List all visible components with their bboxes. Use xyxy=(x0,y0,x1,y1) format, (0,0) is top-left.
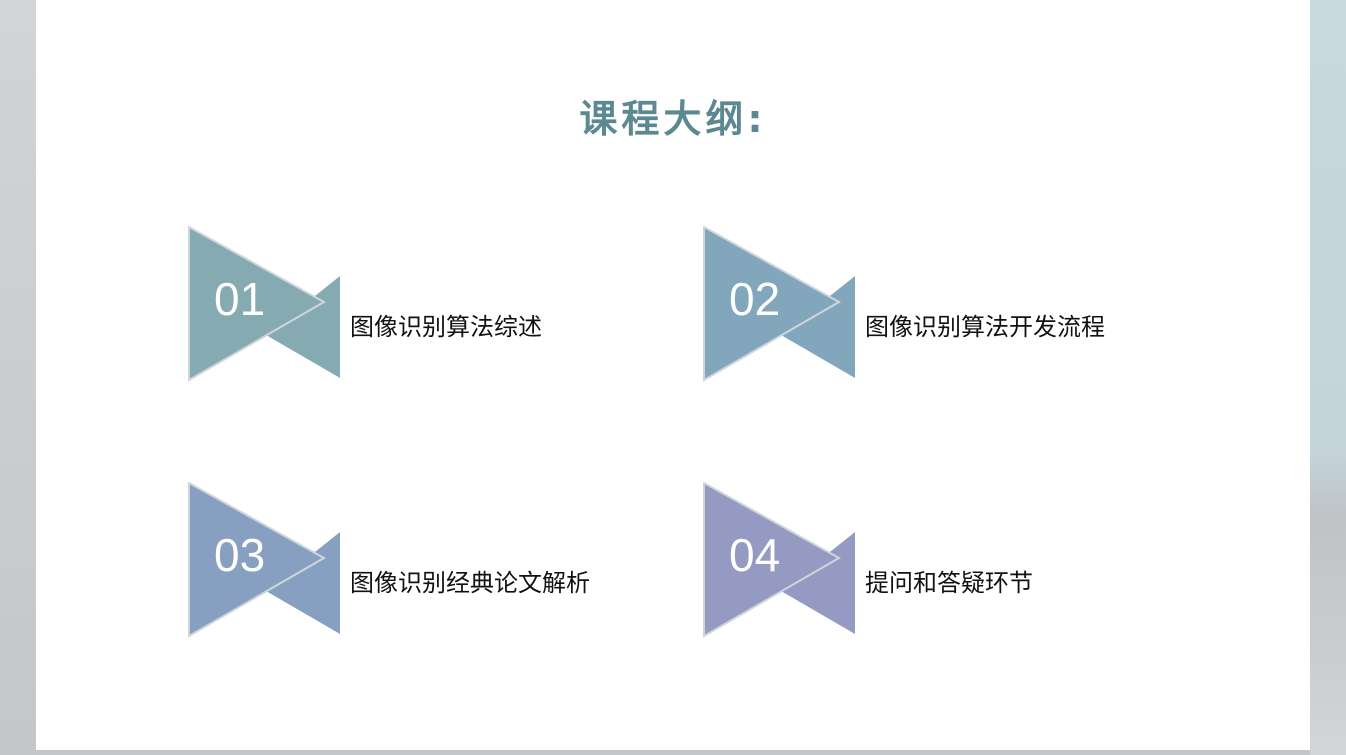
outline-item-4: 04 提问和答疑环节 xyxy=(703,482,1163,642)
bowtie-shape xyxy=(703,226,855,382)
item-number: 01 xyxy=(214,273,266,325)
bowtie-shape xyxy=(188,226,340,382)
item-number: 04 xyxy=(729,529,781,581)
bowtie-shape xyxy=(703,482,855,638)
slide-title: 课程大纲: xyxy=(579,97,767,141)
slide: 课程大纲: 01 图像识别算法综述 02 图像识别算法开发流程 03 图像识别经… xyxy=(36,0,1310,750)
item-number: 02 xyxy=(729,273,781,325)
background-right-strip xyxy=(1310,0,1346,755)
item-label: 提问和答疑环节 xyxy=(865,569,1033,597)
item-number: 03 xyxy=(214,529,266,581)
item-label: 图像识别算法综述 xyxy=(350,313,542,341)
outline-item-2: 02 图像识别算法开发流程 xyxy=(703,226,1163,386)
item-label: 图像识别算法开发流程 xyxy=(865,313,1105,341)
item-label: 图像识别经典论文解析 xyxy=(350,569,590,597)
outline-item-3: 03 图像识别经典论文解析 xyxy=(188,482,648,642)
outline-item-1: 01 图像识别算法综述 xyxy=(188,226,648,386)
bowtie-shape xyxy=(188,482,340,638)
